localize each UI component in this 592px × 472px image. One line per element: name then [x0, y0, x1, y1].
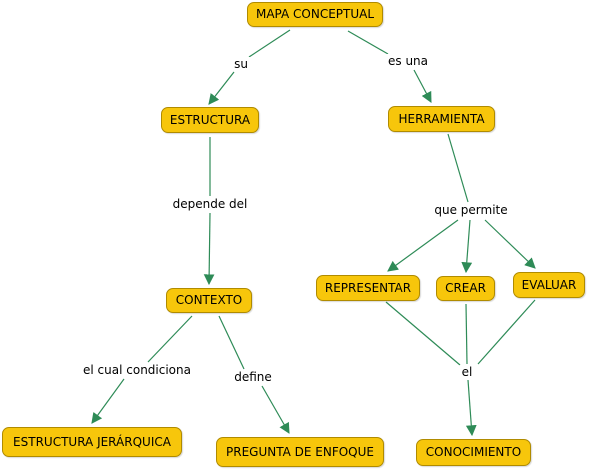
- link-el-cual-condiciona: el cual condiciona: [81, 363, 193, 377]
- edge-dependedel-contexto: [203, 212, 215, 286]
- edge-contexto-elcual: [147, 315, 193, 363]
- node-crear[interactable]: CREAR: [436, 276, 495, 301]
- node-representar[interactable]: REPRESENTAR: [316, 275, 420, 301]
- node-conocimiento[interactable]: CONOCIMIENTO: [416, 439, 531, 466]
- edge-quepermite-evaluar: [484, 219, 536, 269]
- edge-esuna-herramienta: [413, 69, 432, 103]
- edge-su-estructura: [208, 71, 235, 105]
- edge-define-pregunta: [261, 385, 290, 434]
- edge-quepermite-crear: [461, 219, 473, 274]
- node-mapa-conceptual[interactable]: MAPA CONCEPTUAL: [247, 2, 383, 27]
- edge-representar-el: [385, 301, 461, 366]
- edge-elcual-estructurajerarquica: [91, 378, 125, 424]
- edge-mapa-esuna: [347, 30, 389, 55]
- edge-el-conocimiento: [465, 379, 477, 437]
- edge-contexto-define: [218, 315, 245, 370]
- node-evaluar[interactable]: EVALUAR: [513, 272, 585, 298]
- node-contexto[interactable]: CONTEXTO: [166, 288, 252, 313]
- link-depende-del: depende del: [170, 197, 250, 211]
- node-pregunta-de-enfoque[interactable]: PREGUNTA DE ENFOQUE: [216, 437, 384, 467]
- edge-crear-el: [465, 303, 468, 365]
- node-estructura[interactable]: ESTRUCTURA: [161, 107, 259, 133]
- edge-mapa-su: [248, 29, 291, 58]
- edge-quepermite-representar: [387, 219, 459, 272]
- node-herramienta[interactable]: HERRAMIENTA: [388, 106, 495, 132]
- link-que-permite: que permite: [432, 203, 510, 217]
- edge-evaluar-el: [477, 299, 536, 365]
- link-su: su: [232, 57, 250, 71]
- link-el: el: [459, 365, 475, 379]
- node-estructura-jerarquica[interactable]: ESTRUCTURA JERÁRQUICA: [2, 427, 182, 457]
- link-define: define: [232, 370, 274, 384]
- link-es-una: es una: [385, 54, 431, 68]
- edge-herramienta-quepermite: [447, 133, 469, 203]
